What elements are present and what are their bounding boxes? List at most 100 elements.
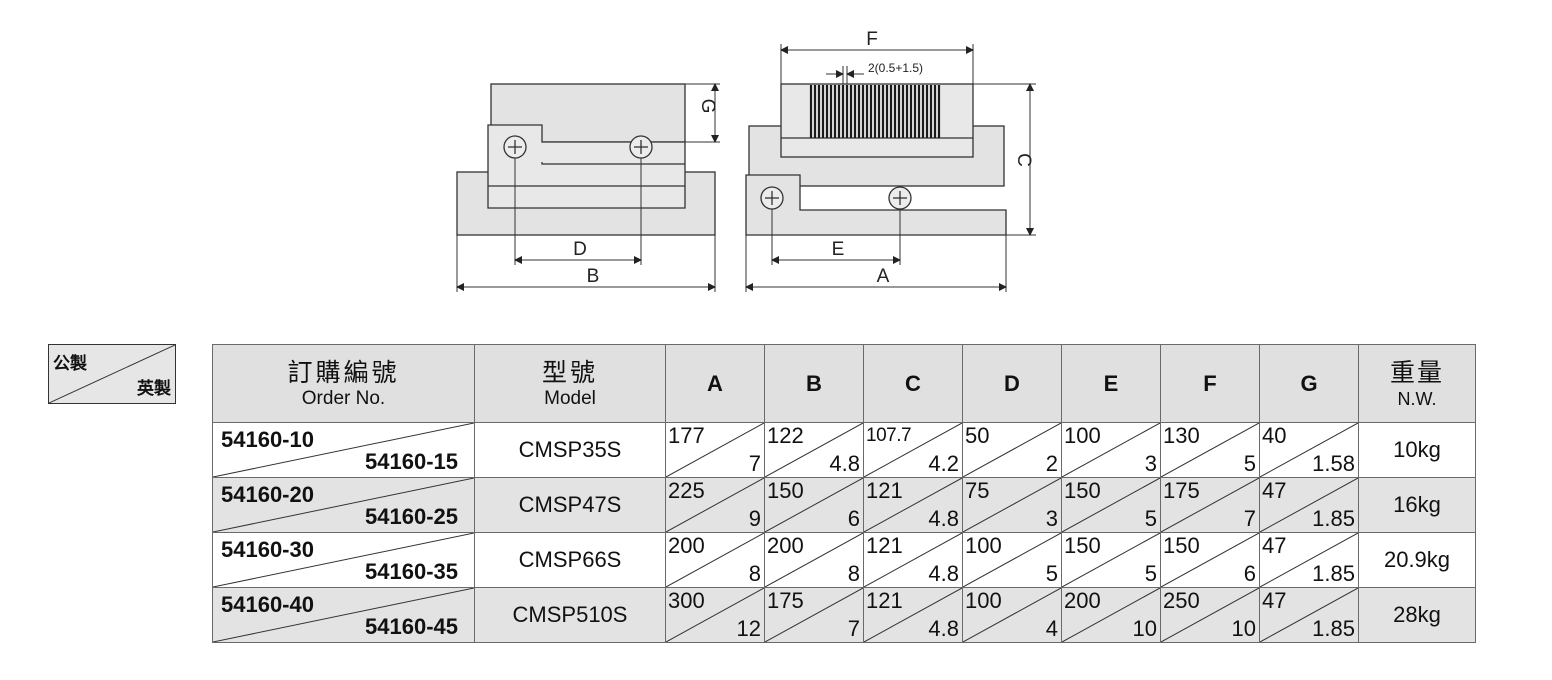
diagonal-divider xyxy=(963,533,1061,587)
diagonal-divider xyxy=(765,478,863,532)
diagonal-divider xyxy=(963,423,1061,477)
value-imperial: 4.8 xyxy=(829,451,860,476)
diagonal-divider xyxy=(666,423,764,477)
diagonal-divider xyxy=(765,588,863,642)
value-imperial: 10 xyxy=(1231,616,1256,641)
value-metric: 107.7 xyxy=(866,425,912,446)
value-imperial: 1.85 xyxy=(1312,506,1355,531)
value-imperial: 8 xyxy=(847,561,860,586)
value-metric: 150 xyxy=(1163,533,1200,558)
value-cell-f: 130 5 xyxy=(1160,422,1260,478)
unit-metric-label: 公製 xyxy=(53,354,87,373)
value-imperial: 5 xyxy=(1144,561,1157,586)
value-metric: 100 xyxy=(1064,423,1101,448)
dim-label-B: B xyxy=(587,266,600,287)
value-imperial: 4.2 xyxy=(928,451,959,476)
diagonal-divider xyxy=(864,478,962,532)
value-imperial: 4.8 xyxy=(928,561,959,586)
order-no-cell: 54160-20 54160-25 xyxy=(212,477,475,533)
order-imperial: 54160-25 xyxy=(365,504,458,529)
order-no-cell: 54160-10 54160-15 xyxy=(212,422,475,478)
value-imperial: 2 xyxy=(1045,451,1058,476)
unit-imperial-label: 英製 xyxy=(137,379,171,398)
value-imperial: 5 xyxy=(1243,451,1256,476)
diagonal-divider xyxy=(1260,588,1358,642)
diagonal-divider xyxy=(1062,533,1160,587)
value-metric: 200 xyxy=(1064,588,1101,613)
value-imperial: 3 xyxy=(1144,451,1157,476)
dim-label-C: C xyxy=(1013,153,1034,167)
value-imperial: 1.85 xyxy=(1312,561,1355,586)
diagonal-divider xyxy=(1260,478,1358,532)
value-metric: 100 xyxy=(965,588,1002,613)
value-imperial: 6 xyxy=(847,506,860,531)
value-cell-a: 225 9 xyxy=(665,477,765,533)
value-metric: 225 xyxy=(668,478,705,503)
value-metric: 75 xyxy=(965,478,990,503)
diagonal-divider xyxy=(963,588,1061,642)
dim-label-D: D xyxy=(573,239,587,260)
value-imperial: 7 xyxy=(748,451,761,476)
value-metric: 200 xyxy=(668,533,705,558)
value-metric: 150 xyxy=(767,478,804,503)
diagonal-divider xyxy=(963,478,1061,532)
value-metric: 177 xyxy=(668,423,705,448)
diagonal-divider xyxy=(666,533,764,587)
model-cell: CMSP35S xyxy=(474,422,666,478)
value-metric: 175 xyxy=(767,588,804,613)
value-metric: 130 xyxy=(1163,423,1200,448)
value-metric: 200 xyxy=(767,533,804,558)
weight-cell: 10kg xyxy=(1358,422,1476,478)
value-imperial: 9 xyxy=(748,506,761,531)
value-metric: 300 xyxy=(668,588,705,613)
order-metric: 54160-40 xyxy=(221,592,314,617)
diagonal-divider xyxy=(1161,423,1259,477)
diagonal-divider xyxy=(1260,533,1358,587)
diagonal-divider xyxy=(213,478,474,532)
diagonal-divider xyxy=(765,423,863,477)
drawing-svg: D B G xyxy=(456,29,1036,292)
header-model-en: Model xyxy=(544,387,596,409)
weight-cell: 20.9kg xyxy=(1358,532,1476,588)
value-imperial: 1.58 xyxy=(1312,451,1355,476)
diagonal-divider xyxy=(864,588,962,642)
header-order-en: Order No. xyxy=(301,387,386,409)
diagonal-divider xyxy=(864,423,962,477)
pole-stripes xyxy=(809,85,941,138)
header-col-g: G xyxy=(1259,344,1359,423)
value-imperial: 4.8 xyxy=(928,506,959,531)
side-view xyxy=(456,83,716,236)
value-metric: 40 xyxy=(1262,423,1287,448)
value-imperial: 4 xyxy=(1045,616,1058,641)
diagonal-divider xyxy=(864,533,962,587)
value-cell-e: 100 3 xyxy=(1061,422,1161,478)
dim-label-E: E xyxy=(832,239,845,260)
value-metric: 47 xyxy=(1262,588,1287,613)
value-metric: 121 xyxy=(866,533,903,558)
value-imperial: 5 xyxy=(1144,506,1157,531)
front-view-dimensions xyxy=(745,44,1036,292)
header-col-f: F xyxy=(1160,344,1260,423)
value-imperial: 6 xyxy=(1243,561,1256,586)
diagonal-divider xyxy=(765,533,863,587)
front-view xyxy=(745,83,1007,236)
diagonal-divider xyxy=(1161,533,1259,587)
weight-cell: 28kg xyxy=(1358,587,1476,643)
unit-legend-diagonal xyxy=(49,345,175,403)
diagonal-divider xyxy=(213,533,474,587)
value-imperial: 8 xyxy=(748,561,761,586)
value-cell-c: 121 4.8 xyxy=(863,532,963,588)
order-no-cell: 54160-40 54160-45 xyxy=(212,587,475,643)
